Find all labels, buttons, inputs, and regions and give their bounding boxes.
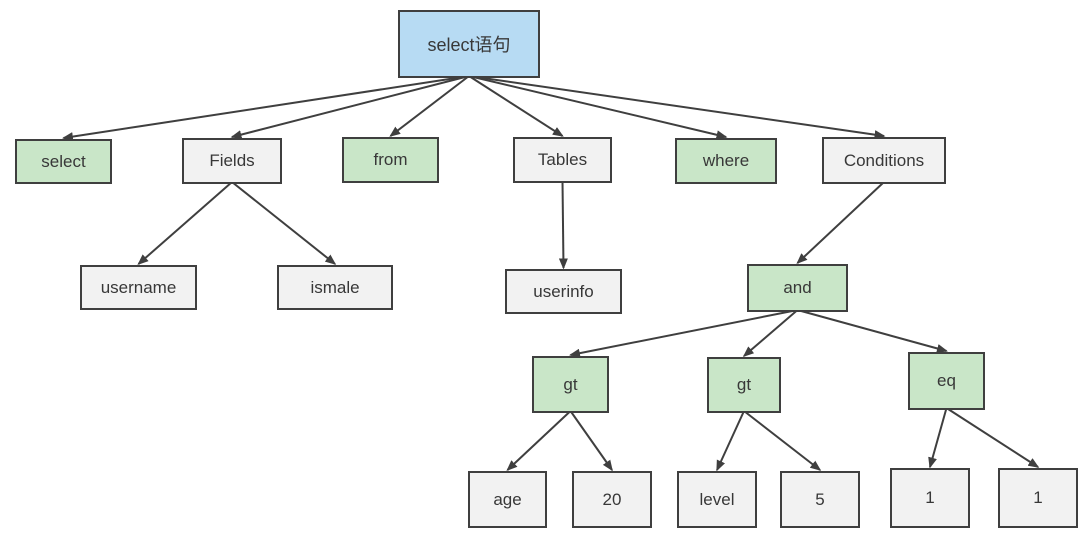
edge-conditions-to-and — [796, 181, 885, 265]
node-table-userinfo: userinfo — [505, 269, 622, 314]
edge-root-to-fields — [230, 75, 470, 139]
node-field-ismale: ismale — [277, 265, 393, 310]
node-fields: Fields — [182, 138, 282, 184]
node-field-username: username — [80, 265, 197, 310]
edge-tables-to-userinfo — [558, 180, 568, 270]
node-from-keyword: from — [342, 137, 439, 183]
edge-root-to-tables — [468, 75, 564, 137]
edge-root-to-where — [468, 75, 728, 140]
edge-fields-to-ismale — [231, 181, 337, 265]
edge-gt1-to-age — [506, 410, 572, 472]
node-tables: Tables — [513, 137, 612, 183]
edge-and-to-gt2 — [742, 309, 799, 357]
node-operand-1-right: 1 — [998, 468, 1078, 528]
node-gt-operator-2: gt — [707, 357, 781, 413]
node-select-statement: select语句 — [398, 10, 540, 78]
edge-root-to-from — [389, 75, 470, 137]
edge-and-to-gt1 — [569, 309, 798, 358]
node-and-operator: and — [747, 264, 848, 312]
edge-root-to-select — [62, 75, 470, 142]
node-operand-level: level — [677, 471, 757, 528]
edge-gt2-to-num5 — [743, 410, 822, 471]
edge-eq-to-one2 — [945, 407, 1040, 468]
node-operand-1-left: 1 — [890, 468, 970, 528]
edge-eq-to-one1 — [928, 407, 948, 469]
edge-gt1-to-num20 — [569, 410, 613, 472]
node-conditions: Conditions — [822, 137, 946, 184]
edge-and-to-eq — [797, 309, 948, 353]
node-operand-5: 5 — [780, 471, 860, 528]
node-operand-20: 20 — [572, 471, 652, 528]
node-where-keyword: where — [675, 138, 777, 184]
edge-root-to-conditions — [468, 75, 886, 140]
edge-gt2-to-level — [716, 410, 745, 472]
edge-fields-to-username — [137, 181, 233, 265]
node-gt-operator-1: gt — [532, 356, 609, 413]
node-select-keyword: select — [15, 139, 112, 184]
node-eq-operator: eq — [908, 352, 985, 410]
node-operand-age: age — [468, 471, 547, 528]
